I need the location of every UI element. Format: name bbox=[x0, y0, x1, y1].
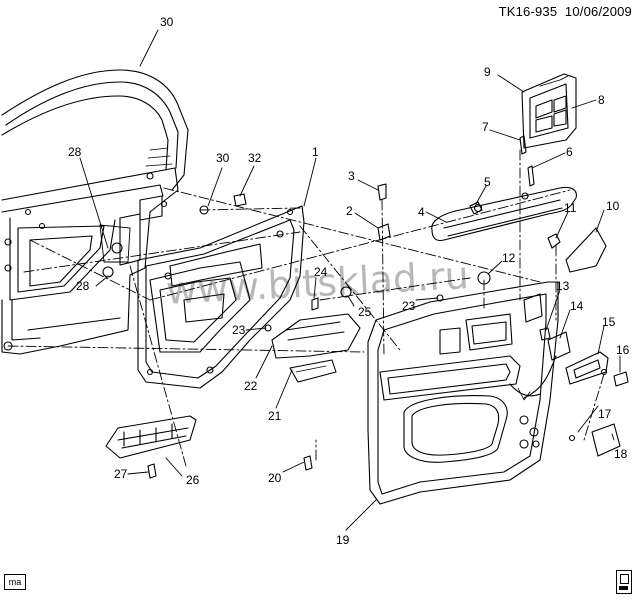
callout-8: 8 bbox=[598, 93, 605, 107]
diagram-date: 10/06/2009 bbox=[564, 4, 632, 19]
latch-assembly bbox=[271, 313, 361, 383]
callout-4: 4 bbox=[418, 205, 425, 219]
clip-3 bbox=[377, 183, 387, 201]
callout-6: 6 bbox=[566, 145, 573, 159]
callout-18: 18 bbox=[614, 447, 628, 461]
screw-6 bbox=[527, 165, 535, 187]
corner-label: ma bbox=[4, 574, 26, 590]
handle-bezel bbox=[565, 351, 609, 385]
callout-2: 2 bbox=[346, 204, 353, 218]
reflector-18 bbox=[591, 423, 621, 457]
callout-5: 5 bbox=[484, 175, 491, 189]
clip-20 bbox=[303, 455, 313, 471]
diagram-code: TK16-935 bbox=[498, 4, 558, 19]
callout-12: 12 bbox=[502, 251, 516, 265]
callout-26: 26 bbox=[186, 473, 200, 487]
door-trim-panel bbox=[367, 281, 559, 505]
bolt-24 bbox=[311, 297, 319, 311]
callout-25: 25 bbox=[358, 305, 372, 319]
callout-20: 20 bbox=[268, 471, 282, 485]
callout-15: 15 bbox=[602, 315, 616, 329]
assembly-leaders bbox=[7, 149, 605, 467]
callout-7: 7 bbox=[482, 120, 489, 134]
callout-14: 14 bbox=[570, 299, 584, 313]
plug-28 bbox=[102, 266, 114, 278]
callout-17: 17 bbox=[598, 407, 612, 421]
callout-28: 28 bbox=[76, 279, 90, 293]
clip-2 bbox=[377, 223, 391, 241]
callout-27: 27 bbox=[114, 467, 128, 481]
callout-numbers: 30 1 2 3 4 5 6 7 8 9 10 11 12 13 14 15 1… bbox=[68, 15, 630, 547]
callout-13: 13 bbox=[556, 279, 570, 293]
callout-32: 32 bbox=[248, 151, 262, 165]
module-14 bbox=[547, 331, 571, 361]
lower-door-hardware bbox=[105, 415, 197, 459]
callout-leaders bbox=[79, 29, 621, 531]
cap-16 bbox=[613, 371, 629, 387]
armrest-bezel bbox=[431, 186, 577, 242]
plug-25 bbox=[340, 286, 352, 298]
callout-10: 10 bbox=[606, 199, 620, 213]
door-inner-panel bbox=[137, 205, 305, 389]
screw-7 bbox=[519, 135, 527, 155]
harness-14 bbox=[523, 355, 557, 399]
callout-23b: 23 bbox=[402, 299, 416, 313]
screw-17b bbox=[568, 434, 576, 442]
clip-13 bbox=[539, 327, 551, 341]
callout-23a: 23 bbox=[232, 323, 246, 337]
diagram-header: TK16-935 10/06/2009 bbox=[499, 4, 632, 19]
callout-24: 24 bbox=[314, 265, 328, 279]
callout-9: 9 bbox=[484, 65, 491, 79]
callout-16: 16 bbox=[616, 343, 630, 357]
callout-29: 28 bbox=[68, 145, 82, 159]
clip-11 bbox=[547, 233, 561, 249]
callout-21: 21 bbox=[268, 409, 282, 423]
door-shell bbox=[1, 69, 189, 355]
callout-3: 3 bbox=[348, 169, 355, 183]
callout-19: 19 bbox=[336, 533, 350, 547]
callout-22: 22 bbox=[244, 379, 258, 393]
window-switch bbox=[521, 73, 577, 149]
callout-31: 30 bbox=[216, 151, 230, 165]
manual-icon bbox=[616, 570, 632, 594]
callout-11: 11 bbox=[564, 201, 577, 215]
mirror-patch bbox=[565, 227, 607, 273]
screw-27 bbox=[147, 463, 157, 479]
callout-30: 30 bbox=[160, 15, 174, 29]
callout-1: 1 bbox=[312, 145, 319, 159]
nut-5 bbox=[469, 201, 483, 215]
